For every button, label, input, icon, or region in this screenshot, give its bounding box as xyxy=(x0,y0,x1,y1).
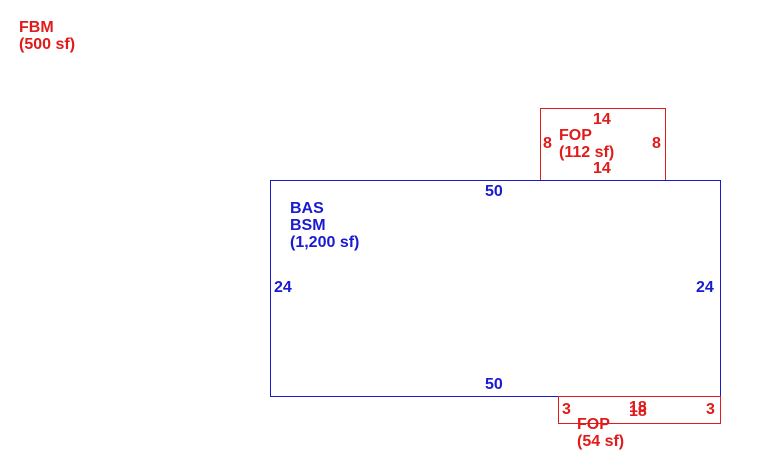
fbm-area: (500 sf) xyxy=(19,36,76,53)
porch-top-area: (112 sf) xyxy=(559,144,615,161)
porch-bottom-dim-top-b: 18 xyxy=(629,403,647,420)
porch-bottom-area: (54 sf) xyxy=(577,433,625,450)
main-code-bsm: BSM xyxy=(290,217,326,234)
main-dim-right: 24 xyxy=(696,279,714,296)
porch-top-label: FOP (112 sf) xyxy=(559,127,614,161)
porch-top-code: FOP xyxy=(559,127,592,144)
porch-bottom-code: FOP xyxy=(577,416,610,433)
main-building-outline xyxy=(270,180,721,397)
porch-bottom-dim-top-a: 18 xyxy=(629,399,647,416)
fbm-code: FBM xyxy=(19,19,54,36)
porch-top-dim-right: 8 xyxy=(652,135,661,152)
main-dim-top: 50 xyxy=(485,183,503,200)
main-dim-bottom: 50 xyxy=(485,376,503,393)
porch-top-dim-bottom: 14 xyxy=(593,160,611,177)
fbm-label: FBM (500 sf) xyxy=(19,19,75,53)
porch-bottom-dim-left: 3 xyxy=(562,401,571,418)
porch-top-dim-top: 14 xyxy=(593,111,611,128)
main-dim-left: 24 xyxy=(274,279,292,296)
porch-bottom-label: FOP (54 sf) xyxy=(577,416,624,450)
main-code-bas: BAS xyxy=(290,200,324,217)
main-building-label: BAS BSM (1,200 sf) xyxy=(290,200,359,251)
porch-bottom-outline xyxy=(558,396,721,424)
porch-top-dim-left: 8 xyxy=(543,135,552,152)
porch-bottom-dim-right: 3 xyxy=(706,401,715,418)
main-area: (1,200 sf) xyxy=(290,234,360,251)
